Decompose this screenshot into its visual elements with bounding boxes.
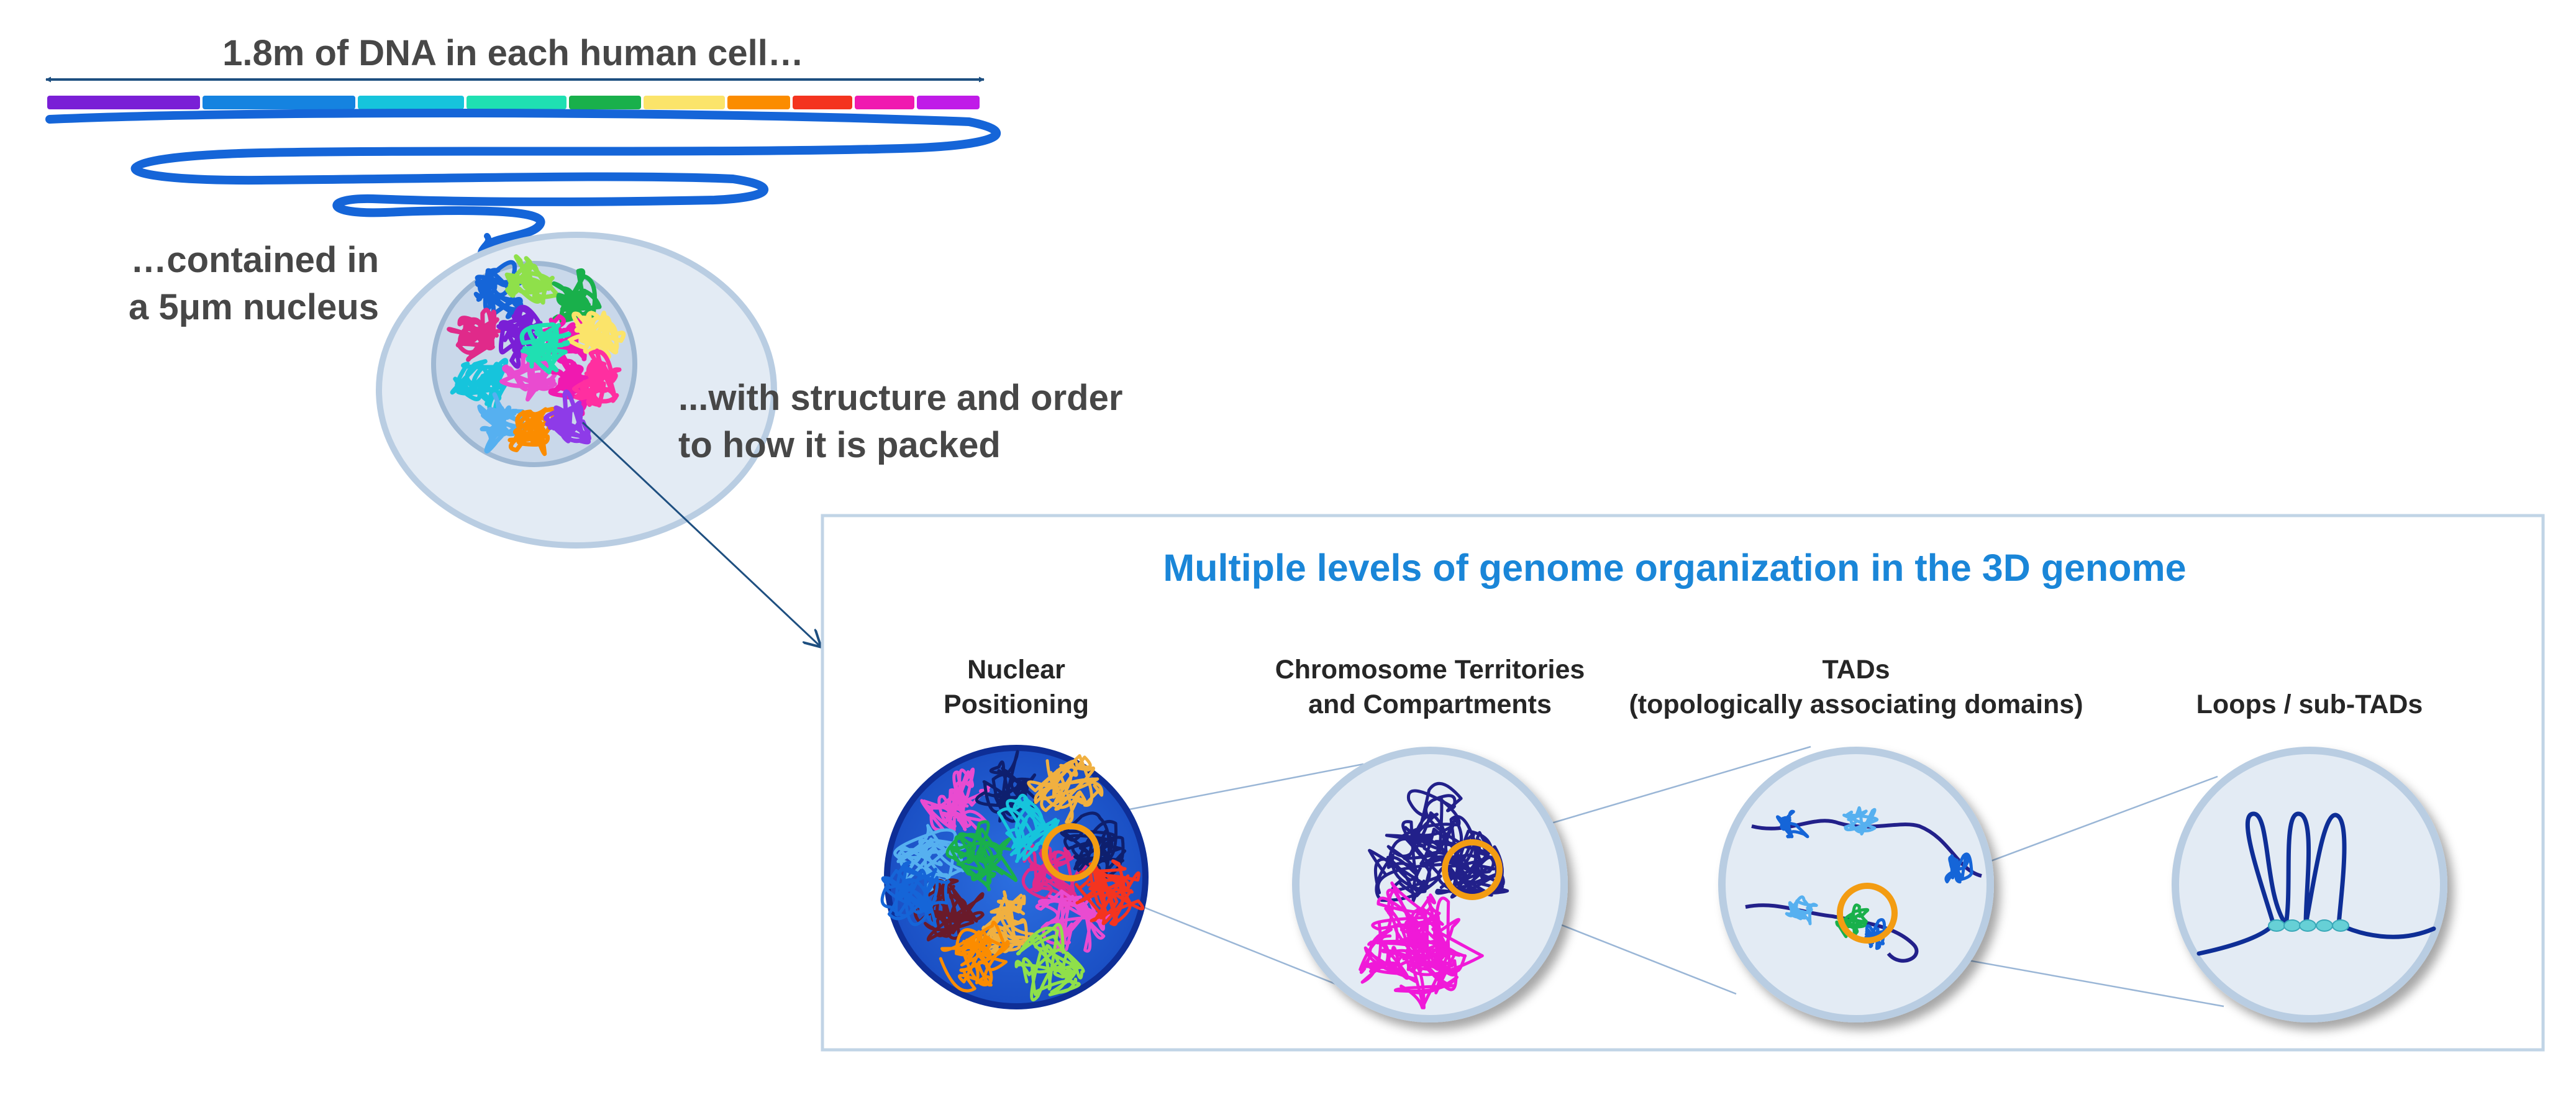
chromatin-strand — [450, 358, 509, 413]
chromosome-territories-chromatin — [1359, 781, 1509, 1009]
level-label-loops: Loops / sub-TADs — [2196, 690, 2423, 719]
chromatin-strand — [975, 890, 1035, 957]
chromosome-segment — [644, 96, 725, 109]
chromosome-segment — [569, 96, 641, 109]
chromatin-strand — [939, 921, 1010, 993]
chromatin-strand — [1027, 754, 1104, 824]
chromatin-strand — [499, 349, 558, 402]
chromatin-strand — [567, 311, 626, 360]
chromatin-strand — [945, 820, 1018, 891]
loops-chromatin — [2196, 811, 2436, 956]
loop-anchors — [2268, 919, 2349, 932]
tad-domain — [1785, 895, 1818, 926]
chromatin-strand — [893, 824, 966, 893]
chromatin-strand — [913, 878, 985, 942]
tad-domain — [1776, 809, 1809, 839]
chromatin-strand — [1014, 922, 1085, 1002]
highlight-circle-3 — [1837, 883, 1898, 944]
zoom-arrow — [581, 421, 820, 646]
nucleus-label-line-1: …contained in — [130, 240, 379, 280]
chromosome-segment — [203, 96, 355, 109]
level-label-chromosome-territories-2: and Compartments — [1308, 690, 1552, 719]
tad-domain — [1842, 806, 1878, 836]
chromosome-segment — [917, 96, 980, 109]
dna-length-label: 1.8m of DNA in each human cell… — [222, 33, 804, 73]
nucleus-label-line-2: a 5μm nucleus — [129, 287, 379, 327]
territory-strand-a — [1368, 820, 1448, 903]
highlight-circle-1 — [1042, 823, 1100, 881]
chromatin-strand — [552, 268, 602, 324]
structure-label-line-2: to how it is packed — [678, 425, 1001, 465]
level-label-tads-1: TADs — [1822, 655, 1890, 685]
chromosome-color-bar — [47, 96, 980, 109]
tads-circle — [1718, 747, 1994, 1022]
chromatin-strand — [572, 348, 622, 408]
highlight-circle-2 — [1442, 839, 1503, 900]
tad-backbone — [1751, 819, 1982, 878]
level-label-chromosome-territories-1: Chromosome Territories — [1275, 655, 1585, 685]
chromatin-strand — [477, 392, 527, 453]
chromosome-segment — [47, 96, 200, 109]
chromosome-segment — [793, 96, 852, 109]
territory-strand-a — [1435, 839, 1509, 899]
chromatin-strand — [544, 389, 591, 445]
chromosome-segment — [358, 96, 464, 109]
chromatin-strand — [997, 793, 1060, 863]
chromosome-segment — [727, 96, 790, 109]
chromatin-strand — [880, 860, 950, 928]
chromosome-segment — [855, 96, 914, 109]
packed-chromosomes — [447, 254, 626, 457]
chromatin-strand — [1035, 889, 1111, 953]
territory-strand-b — [1381, 932, 1461, 1009]
panel-title: Multiple levels of genome organization i… — [1163, 547, 2186, 589]
level-label-nuclear-positioning-2: Positioning — [944, 690, 1089, 719]
tad-domain — [1944, 852, 1973, 884]
tad-domain — [1864, 918, 1891, 950]
structure-label-line-1: ...with structure and order — [678, 378, 1122, 418]
nuclear-positioning-chromatin — [880, 750, 1145, 1002]
chromatin-strand — [504, 254, 560, 305]
chromosome-segment — [467, 96, 567, 109]
level-label-tads-2: (topologically associating domains) — [1629, 690, 2083, 719]
level-label-nuclear-positioning-1: Nuclear — [967, 655, 1065, 685]
dna-strand — [45, 108, 1001, 290]
chromatin-strand — [920, 767, 991, 832]
chromatin-strand — [447, 307, 505, 362]
chromatin-strand — [473, 260, 526, 319]
tad-backbone — [1745, 903, 1919, 963]
chromatin-strand — [519, 322, 571, 375]
chromatin-strand — [507, 406, 560, 457]
